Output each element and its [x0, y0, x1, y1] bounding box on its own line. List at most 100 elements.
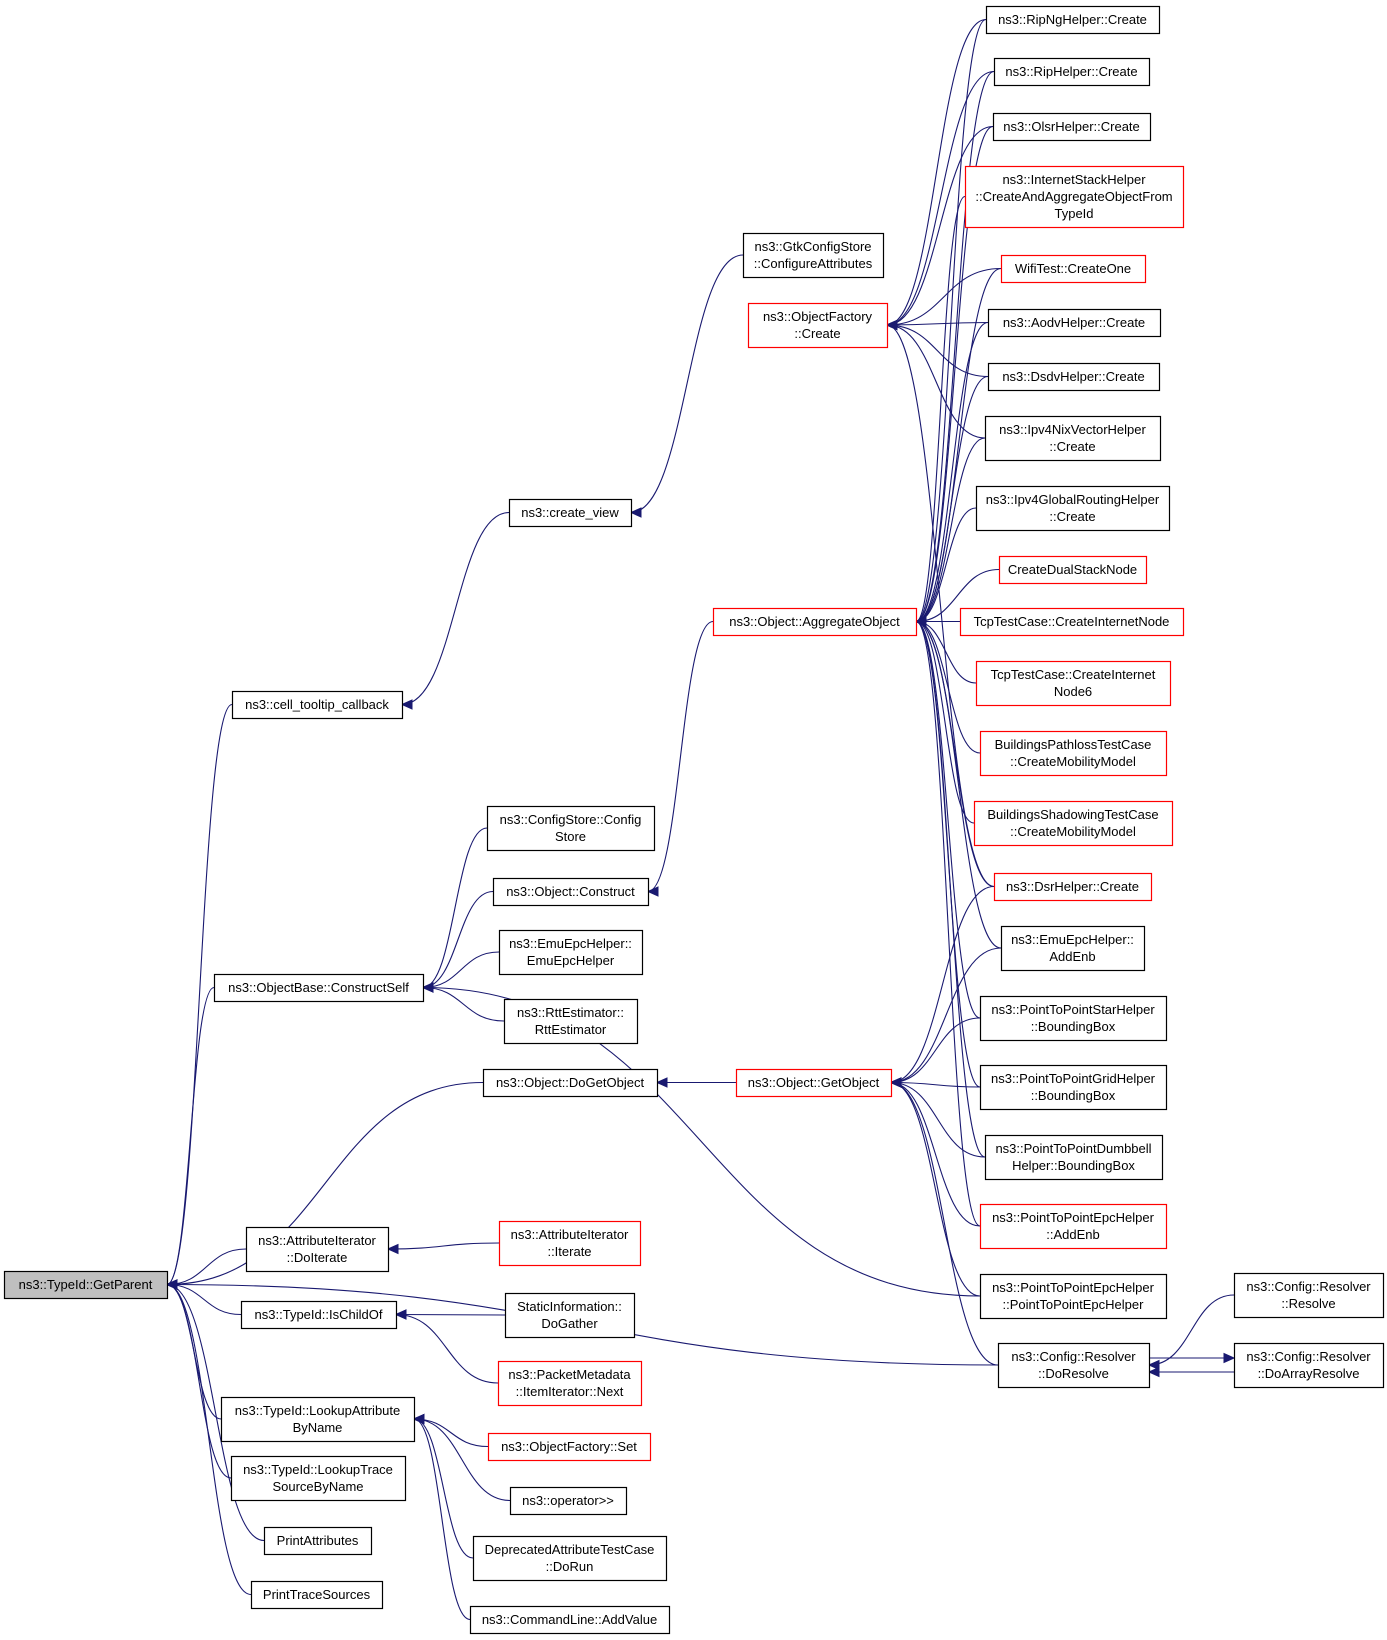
call-edge [166, 1283, 252, 1596]
node-configstore[interactable]: ns3::ConfigStore::ConfigStore [486, 805, 656, 852]
node-label: ns3::Object::Construct [506, 884, 635, 899]
node-box [1233, 1272, 1385, 1319]
call-edge [890, 885, 995, 1084]
node-p2pstar[interactable]: ns3::PointToPointStarHelper::BoundingBox [979, 995, 1168, 1042]
node-ripng[interactable]: ns3::RipNgHelper::Create [985, 5, 1161, 35]
node-cfg_doarray[interactable]: ns3::Config::Resolver::DoArrayResolve [1233, 1342, 1385, 1389]
node-dsdv[interactable]: ns3::DsdvHelper::Create [987, 362, 1161, 392]
node-ipv4nix[interactable]: ns3::Ipv4NixVectorHelper::Create [984, 415, 1162, 462]
arrow-head-icon [386, 1243, 399, 1255]
node-cfg_resolve[interactable]: ns3::Config::Resolver::Resolve [1233, 1272, 1385, 1319]
node-box [472, 1535, 668, 1582]
node-label: ::DoIterate [287, 1250, 348, 1265]
node-box [998, 555, 1148, 585]
node-operator[interactable]: ns3::operator>> [509, 1486, 628, 1516]
call-edge [915, 375, 989, 623]
node-bpathloss[interactable]: BuildingsPathlossTestCase::CreateMobilit… [979, 730, 1168, 777]
node-label: ns3::GtkConfigStore [754, 239, 871, 254]
node-printtrace[interactable]: PrintTraceSources [250, 1580, 384, 1610]
node-bshadow[interactable]: BuildingsShadowingTestCase::CreateMobili… [973, 800, 1174, 847]
node-p2pepc_addenb[interactable]: ns3::PointToPointEpcHelper::AddEnb [979, 1203, 1168, 1250]
node-box [964, 165, 1185, 229]
node-box [508, 498, 633, 528]
node-box [213, 973, 425, 1003]
node-p2pdumb[interactable]: ns3::PointToPointDumbbellHelper::Boundin… [984, 1134, 1164, 1181]
node-dualstack[interactable]: CreateDualStackNode [998, 555, 1148, 585]
node-emuepc_ctor[interactable]: ns3::EmuEpcHelper::EmuEpcHelper [498, 929, 644, 976]
node-label: ::Resolve [1281, 1296, 1335, 1311]
call-edge [915, 568, 1000, 623]
node-label: Node6 [1054, 684, 1092, 699]
node-ipv4global[interactable]: ns3::Ipv4GlobalRoutingHelper::Create [975, 485, 1171, 532]
node-label: ByName [293, 1420, 343, 1435]
call-edge [166, 1283, 265, 1542]
call-edge [915, 18, 987, 623]
node-olsr[interactable]: ns3::OlsrHelper::Create [992, 112, 1152, 142]
call-edge [166, 1081, 484, 1286]
node-emu_addenb[interactable]: ns3::EmuEpcHelper::AddEnb [1000, 925, 1146, 972]
node-label: ns3::EmuEpcHelper:: [1011, 932, 1134, 947]
node-box [498, 1220, 642, 1267]
node-wifitest[interactable]: WifiTest::CreateOne [1000, 254, 1147, 284]
node-printattrs[interactable]: PrintAttributes [263, 1526, 373, 1556]
node-inetstack[interactable]: ns3::InternetStackHelper::CreateAndAggre… [964, 165, 1185, 229]
node-getobject[interactable]: ns3::Object::GetObject [735, 1068, 893, 1098]
call-edge [890, 947, 1002, 1084]
node-dsr[interactable]: ns3::DsrHelper::Create [993, 872, 1153, 902]
node-box [250, 1580, 384, 1610]
node-label: ::PointToPointEpcHelper [1003, 1297, 1145, 1312]
node-ischildof[interactable]: ns3::TypeId::IsChildOf [240, 1300, 398, 1330]
node-objfactory_create[interactable]: ns3::ObjectFactory::Create [747, 302, 889, 349]
node-box [3, 1270, 169, 1300]
node-label: ns3::ObjectFactory [763, 309, 873, 324]
call-edge [915, 195, 966, 623]
node-cmdline[interactable]: ns3::CommandLine::AddValue [469, 1605, 671, 1635]
node-gtkconfig[interactable]: ns3::GtkConfigStore::ConfigureAttributes [742, 232, 885, 279]
arrow-head-icon [412, 1413, 425, 1425]
node-staticinfo[interactable]: StaticInformation::DoGather [504, 1292, 636, 1339]
node-obj_construct[interactable]: ns3::Object::Construct [492, 877, 650, 907]
call-edge [915, 125, 994, 623]
node-objectbase[interactable]: ns3::ObjectBase::ConstructSelf [213, 973, 425, 1003]
node-box [993, 57, 1151, 87]
call-edge [890, 1081, 986, 1158]
node-attrit_doiterate[interactable]: ns3::AttributeIterator::DoIterate [245, 1226, 390, 1273]
node-box [979, 730, 1168, 777]
call-edge [395, 1313, 499, 1384]
node-label: ::DoRun [546, 1559, 594, 1574]
node-box [482, 1068, 659, 1098]
node-p2pepc_ctor[interactable]: ns3::PointToPointEpcHelper::PointToPoint… [979, 1273, 1168, 1320]
node-tcpnode[interactable]: TcpTestCase::CreateInternetNode [959, 607, 1185, 637]
call-edge [886, 324, 995, 888]
node-attrit_iterate[interactable]: ns3::AttributeIterator::Iterate [498, 1220, 642, 1267]
node-aggregate[interactable]: ns3::Object::AggregateObject [712, 607, 918, 637]
node-aodv[interactable]: ns3::AodvHelper::Create [987, 308, 1162, 338]
node-objfactory_set[interactable]: ns3::ObjectFactory::Set [487, 1432, 652, 1462]
call-edge [890, 1081, 999, 1366]
node-getparent[interactable]: ns3::TypeId::GetParent [3, 1270, 169, 1300]
node-label: TcpTestCase::CreateInternetNode [974, 614, 1170, 629]
node-label: BuildingsPathlossTestCase [995, 737, 1152, 752]
node-create_view[interactable]: ns3::create_view [508, 498, 633, 528]
node-dogetobject[interactable]: ns3::Object::DoGetObject [482, 1068, 659, 1098]
arrow-head-icon [1147, 1359, 1160, 1371]
node-box [973, 800, 1174, 847]
node-deprecated[interactable]: DeprecatedAttributeTestCase::DoRun [472, 1535, 668, 1582]
node-label: ns3::Ipv4NixVectorHelper [999, 422, 1146, 437]
node-p2pgrid[interactable]: ns3::PointToPointGridHelper::BoundingBox [979, 1064, 1168, 1111]
call-edge [915, 620, 1002, 949]
node-label: ns3::Object::AggregateObject [729, 614, 900, 629]
node-pktmeta[interactable]: ns3::PacketMetadata::ItemIterator::Next [497, 1360, 643, 1407]
call-edge [395, 1313, 506, 1316]
node-rip[interactable]: ns3::RipHelper::Create [993, 57, 1151, 87]
node-cfg_doresolve[interactable]: ns3::Config::Resolver::DoResolve [997, 1342, 1151, 1389]
node-rttest[interactable]: ns3::RttEstimator::RttEstimator [503, 998, 639, 1045]
node-label: StaticInformation:: [517, 1299, 622, 1314]
node-label: ::CreateMobilityModel [1010, 754, 1136, 769]
node-cell_tooltip[interactable]: ns3::cell_tooltip_callback [231, 690, 404, 720]
arrow-head-icon [165, 1279, 178, 1290]
